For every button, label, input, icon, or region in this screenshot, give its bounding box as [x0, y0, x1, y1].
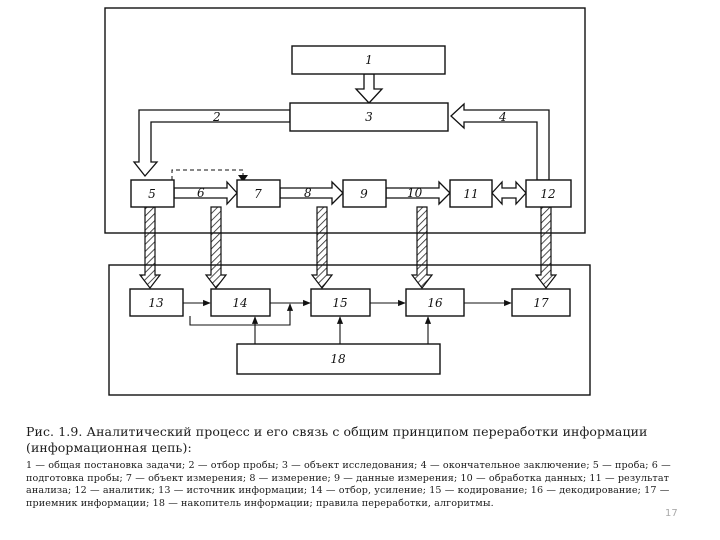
block-label: 12 — [540, 187, 555, 201]
block-label: 14 — [232, 296, 247, 310]
block-1: 1 — [291, 45, 446, 75]
block-label: 16 — [427, 296, 443, 310]
block-11: 11 — [449, 179, 493, 208]
hatched-arrow-7-to-14 — [204, 206, 228, 289]
arrow-8 — [279, 180, 344, 206]
block-label: 15 — [332, 296, 347, 310]
hatched-arrow-9-to-15 — [310, 206, 334, 289]
block-5: 5 — [130, 179, 175, 208]
arrow-label-4: 4 — [498, 110, 507, 124]
feedback-loop-14 — [189, 303, 294, 326]
lower-frame — [108, 264, 591, 396]
block-13: 13 — [129, 288, 184, 317]
caption-legend: 1 — общая постановка задачи; 2 — отбор п… — [26, 460, 671, 509]
figure-caption: Рис. 1.9. Аналитический процесс и его св… — [26, 424, 676, 510]
arrow-6 — [173, 180, 238, 206]
upper-frame — [104, 7, 586, 234]
block-3: 3 — [289, 102, 449, 132]
arrow-10 — [385, 180, 451, 206]
hatched-arrow-5-to-13 — [138, 206, 162, 289]
block-16: 16 — [405, 288, 465, 317]
block-label: 5 — [148, 187, 156, 201]
arrow-2 — [132, 109, 291, 178]
arrow-4 — [450, 102, 550, 181]
arrow-label-2: 2 — [212, 110, 221, 124]
block-label: 13 — [148, 296, 164, 310]
information-chain-diagram: 1 3 5 7 9 11 12 13 14 15 16 17 — [104, 7, 591, 396]
arrow-label-8: 8 — [304, 186, 312, 200]
arrow-11-12 — [491, 180, 527, 206]
page-number: 17 — [665, 508, 678, 519]
arrow-label-10: 10 — [407, 186, 423, 200]
arrow-label-6: 6 — [197, 186, 205, 200]
block-label: 11 — [463, 187, 478, 201]
block-label: 3 — [365, 110, 373, 124]
block-9: 9 — [342, 179, 387, 208]
block-label: 1 — [365, 53, 373, 67]
arrow-1-to-3 — [354, 73, 384, 104]
block-label: 7 — [254, 187, 262, 201]
hatched-arrow-10-to-16 — [410, 206, 434, 289]
block-7: 7 — [236, 179, 281, 208]
block-14: 14 — [210, 288, 271, 317]
block-label: 17 — [533, 296, 549, 310]
block-label: 18 — [330, 352, 346, 366]
block-17: 17 — [511, 288, 571, 317]
dashed-arrowhead — [238, 175, 248, 182]
block-15: 15 — [310, 288, 371, 317]
block-12: 12 — [525, 179, 572, 208]
caption-title: Рис. 1.9. Аналитический процесс и его св… — [26, 424, 648, 455]
block-18: 18 — [236, 343, 441, 375]
dashed-arrow-5-to-7 — [171, 169, 244, 180]
hatched-arrow-12-to-17 — [534, 206, 558, 289]
block-label: 9 — [360, 187, 368, 201]
